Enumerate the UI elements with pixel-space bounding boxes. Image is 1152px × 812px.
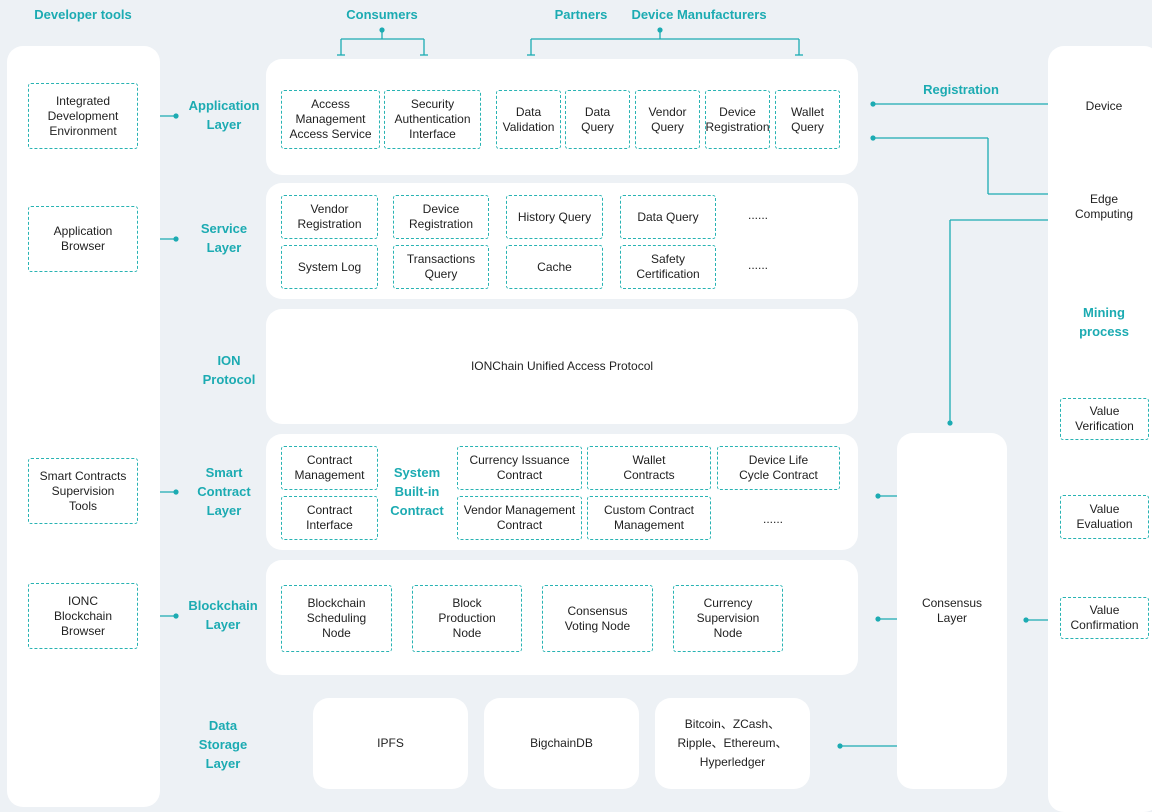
value-evaluation-box: Value Evaluation bbox=[1060, 495, 1149, 539]
contract-management-box: Contract Management bbox=[281, 446, 378, 490]
safety-certification-box: Safety Certification bbox=[620, 245, 716, 289]
consensus-layer-panel: Consensus Layer bbox=[897, 433, 1007, 789]
consensus-voting-node-box: Consensus Voting Node bbox=[542, 585, 653, 652]
device-manufacturers-header: Device Manufacturers bbox=[631, 7, 767, 22]
partners-header: Partners bbox=[554, 7, 608, 22]
service-ellipsis-2: ...... bbox=[747, 258, 768, 272]
ionc-blockchain-browser-tool: IONC Blockchain Browser bbox=[28, 583, 138, 649]
consumers-header: Consumers bbox=[346, 7, 418, 22]
developer-tools-panel bbox=[7, 46, 160, 807]
value-confirmation-box: Value Confirmation bbox=[1060, 597, 1149, 639]
cache-box: Cache bbox=[506, 245, 603, 289]
edge-computing-label: Edge Computing bbox=[1074, 192, 1134, 221]
device-lifecycle-contract-box: Device Life Cycle Contract bbox=[717, 446, 840, 490]
block-production-node-box: Block Production Node bbox=[412, 585, 522, 652]
application-browser-tool: Application Browser bbox=[28, 206, 138, 272]
system-builtin-contract-label: System Built-in Contract bbox=[390, 465, 444, 518]
smart-contracts-supervision-tool: Smart Contracts Supervision Tools bbox=[28, 458, 138, 524]
security-authentication-box: Security Authentication Interface bbox=[384, 90, 481, 149]
system-log-box: System Log bbox=[281, 245, 378, 289]
currency-issuance-contract-box: Currency Issuance Contract bbox=[457, 446, 582, 490]
device-label: Device bbox=[1085, 98, 1123, 113]
ion-protocol-label: ION Protocol bbox=[202, 353, 256, 387]
application-layer-label: Application Layer bbox=[188, 98, 260, 132]
vendor-query-box: Vendor Query bbox=[635, 90, 700, 149]
value-verification-box: Value Verification bbox=[1060, 398, 1149, 440]
data-query-box: Data Query bbox=[565, 90, 630, 149]
registration-label: Registration bbox=[923, 82, 999, 97]
smart-contract-layer-label: Smart Contract Layer bbox=[197, 465, 251, 518]
device-registration-box: Device Registration bbox=[705, 90, 770, 149]
wallet-contracts-box: Wallet Contracts bbox=[587, 446, 711, 490]
data-storage-layer-label: Data Storage Layer bbox=[198, 718, 248, 771]
currency-supervision-node-box: Currency Supervision Node bbox=[673, 585, 783, 652]
data-validation-box: Data Validation bbox=[496, 90, 561, 149]
ide-tool: Integrated Development Environment bbox=[28, 83, 138, 149]
service-ellipsis-1: ...... bbox=[747, 208, 768, 222]
blockchain-scheduling-node-box: Blockchain Scheduling Node bbox=[281, 585, 392, 652]
service-layer-label: Service Layer bbox=[200, 221, 248, 255]
custom-contract-management-box: Custom Contract Management bbox=[587, 496, 711, 540]
vendor-management-contract-box: Vendor Management Contract bbox=[457, 496, 582, 540]
blockchain-layer-label: Blockchain Layer bbox=[188, 598, 258, 632]
transactions-query-box: Transactions Query bbox=[393, 245, 489, 289]
ipfs-panel: IPFS bbox=[313, 698, 468, 789]
contract-interface-box: Contract Interface bbox=[281, 496, 378, 540]
developer-tools-header: Developer tools bbox=[34, 7, 132, 22]
public-chains-panel: Bitcoin、ZCash、 Ripple、Ethereum、 Hyperled… bbox=[655, 698, 810, 789]
bigchaindb-panel: BigchainDB bbox=[484, 698, 639, 789]
mining-process-label: Mining process bbox=[1079, 305, 1129, 339]
wallet-query-box: Wallet Query bbox=[775, 90, 840, 149]
contract-ellipsis: ...... bbox=[762, 512, 783, 526]
history-query-box: History Query bbox=[506, 195, 603, 239]
vendor-registration-box: Vendor Registration bbox=[281, 195, 378, 239]
access-management-box: Access Management Access Service bbox=[281, 90, 380, 149]
ion-protocol-panel: IONChain Unified Access Protocol bbox=[266, 309, 858, 424]
service-device-registration-box: Device Registration bbox=[393, 195, 489, 239]
service-data-query-box: Data Query bbox=[620, 195, 716, 239]
